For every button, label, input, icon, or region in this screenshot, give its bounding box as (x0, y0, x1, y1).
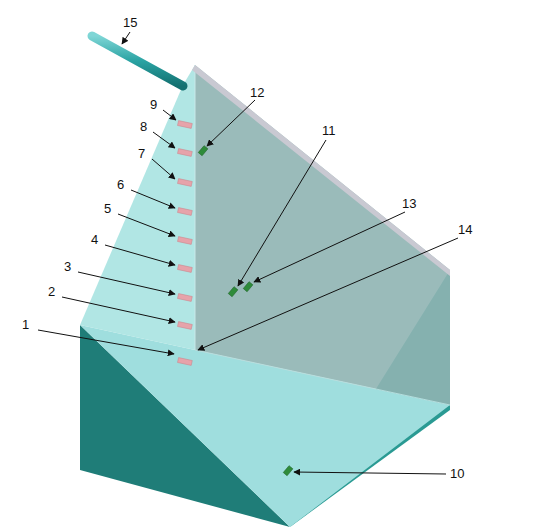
callout-number: 15 (123, 16, 137, 29)
callout-number: 12 (250, 86, 264, 99)
callout-number: 14 (458, 223, 472, 236)
callout-number: 2 (48, 285, 55, 298)
callout-number: 13 (402, 197, 416, 210)
callout-number: 6 (117, 178, 124, 191)
callout-number: 9 (150, 98, 157, 111)
callout-number: 10 (450, 467, 464, 480)
top-edge (192, 65, 450, 276)
callout-number: 4 (91, 233, 98, 246)
callout-number: 7 (138, 147, 145, 160)
probe-group (198, 146, 293, 476)
callout-number: 1 (22, 318, 29, 331)
inlet-pipe (92, 36, 183, 86)
callout-number: 3 (64, 260, 71, 273)
callout-number: 8 (140, 120, 147, 133)
leader-lines (38, 32, 458, 474)
sensor-group (178, 121, 193, 366)
callout-number: 5 (104, 202, 111, 215)
inclined-plate (195, 65, 450, 405)
left-wall (80, 65, 195, 350)
callout-number: 11 (322, 124, 336, 137)
